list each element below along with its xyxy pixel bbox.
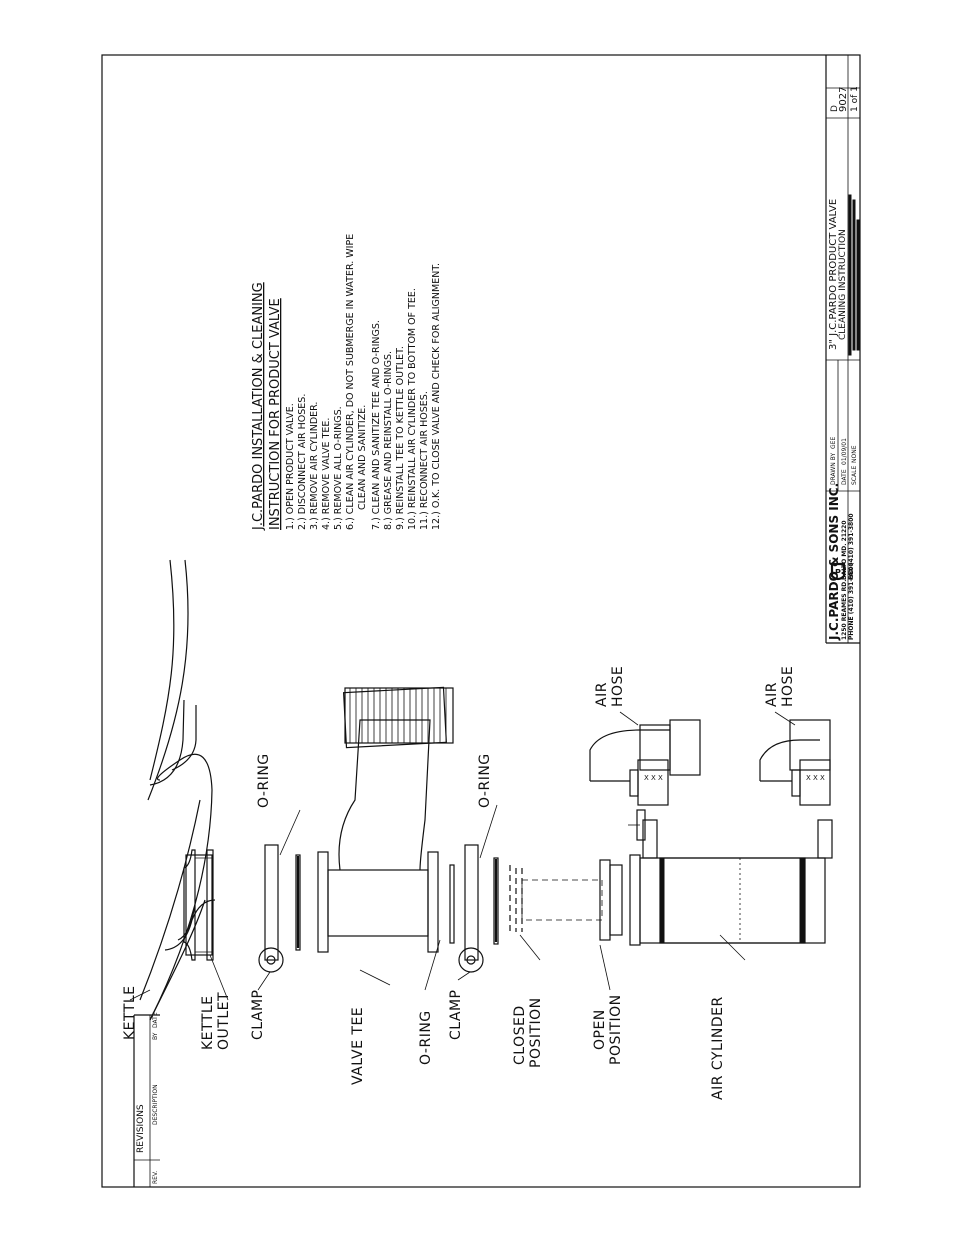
scale-label: SCALE	[851, 466, 858, 485]
drawn-by-label: DRAWN BY	[830, 453, 837, 485]
drawing-border	[101, 54, 861, 1188]
label-closed-2: POSITION	[528, 997, 544, 1068]
company-logo: P	[830, 562, 846, 581]
instructions: J.C.PARDO INSTALLATION & CLEANING INSTRU…	[251, 234, 442, 531]
instruction-step: 3.) REMOVE AIR CYLINDER.	[309, 402, 320, 530]
label-air-hose-1b: HOSE	[610, 666, 626, 707]
proprietary-notice	[848, 194, 860, 356]
instruction-step: 10.) REINSTALL AIR CYLINDER TO BOTTOM OF…	[407, 288, 418, 530]
instruction-step: 1.) OPEN PRODUCT VALVE.	[285, 403, 296, 530]
title-block: J.C.PARDO & SONS INC. 1250 REAMES RD. BA…	[825, 55, 860, 644]
o-ring-mid	[449, 864, 455, 944]
label-open-2: POSITION	[608, 994, 624, 1065]
drawing-number: 9027	[838, 87, 849, 112]
svg-text:P: P	[835, 568, 841, 577]
company-address-1: 1250 REAMES RD.	[841, 579, 848, 640]
company-name: J.C.PARDO & SONS INC.	[827, 483, 841, 641]
instruction-step: 7.) CLEAN AND SANITIZE TEE AND O-RINGS.	[371, 320, 382, 530]
label-clamp-top: CLAMP	[250, 990, 266, 1041]
size-value: D	[830, 105, 840, 112]
label-kettle: KETTLE	[122, 985, 138, 1040]
instruction-step: 11.) RECONNECT AIR HOSES.	[419, 391, 430, 530]
label-closed-1: CLOSED	[512, 1005, 528, 1065]
instruction-step: 4.) REMOVE VALVE TEE.	[321, 418, 332, 530]
closed-position-plunger	[509, 865, 603, 935]
instruction-step: 9.) REINSTALL TEE TO KETTLE OUTLET.	[395, 346, 406, 530]
clamp-bottom	[458, 844, 484, 973]
label-kettle-outlet-2: OUTLET	[216, 992, 232, 1050]
air-fitting-bottom	[817, 819, 833, 859]
clamp-top	[258, 844, 284, 973]
date-value: 01/09/01	[841, 438, 848, 465]
label-kettle-outlet-1: KETTLE	[200, 995, 216, 1050]
valve-tee	[317, 686, 454, 953]
air-fitting-top	[628, 809, 658, 859]
label-o-ring-left: O-RING	[418, 1010, 434, 1065]
leader-lines	[129, 711, 796, 1001]
instruction-step: 8.) GREASE AND REINSTALL O-RINGS.	[383, 351, 394, 530]
label-air-hose-2b: HOSE	[780, 666, 796, 707]
revisions-block: REVISIONS REV. DESCRIPTION BY DATE	[133, 1012, 160, 1187]
label-o-ring-mid: O-RING	[477, 753, 493, 808]
drawn-by-value: GEE	[830, 437, 837, 449]
revisions-heading: REVISIONS	[136, 1104, 146, 1153]
date-label: DATE	[841, 469, 848, 485]
label-valve-tee: VALVE TEE	[350, 1007, 366, 1085]
svg-text:X X X: X X X	[806, 774, 825, 782]
date-column: DATE	[152, 1012, 159, 1028]
kettle-outlet	[183, 849, 214, 961]
label-air-hose-1a: AIR	[594, 682, 610, 707]
instructions-title-1: J.C.PARDO INSTALLATION & CLEANING	[251, 282, 266, 531]
label-clamp-bottom: CLAMP	[448, 990, 464, 1041]
company-fax: FAX (410) 391-3800	[848, 513, 855, 580]
company-phone: PHONE (410) 391-0800	[848, 562, 855, 640]
label-o-ring-top: O-RING	[256, 753, 272, 808]
svg-text:X X X: X X X	[644, 774, 663, 782]
scale-value: NONE	[851, 445, 858, 463]
rev-column: REV.	[152, 1171, 159, 1184]
air-cylinder	[639, 857, 826, 944]
instruction-step: CLEAN AND SANITIZE.	[357, 405, 368, 510]
instruction-step: 5.) REMOVE ALL O-RINGS.	[333, 406, 344, 530]
kettle	[139, 559, 216, 1021]
instructions-title-2: INSTRUCTION FOR PRODUCT VALVE	[268, 298, 283, 530]
drawing-title-2: CLEANING INSTRUCTION	[838, 229, 848, 340]
sheet-number: 1 of 1	[850, 86, 860, 112]
quick-coupler-top: X X X	[590, 759, 669, 806]
instruction-step: 12.) O.K. TO CLOSE VALVE AND CHECK FOR A…	[431, 263, 442, 530]
instruction-step: 2.) DISCONNECT AIR HOSES.	[297, 394, 308, 530]
air-hose-top	[589, 719, 701, 781]
label-air-cylinder: AIR CYLINDER	[710, 996, 726, 1100]
company-address-2: BALTO MD. 21220	[841, 520, 848, 580]
drawing-title-1: 3" J.C.PARDO PRODUCT VALVE	[828, 199, 839, 350]
o-ring-bottom	[493, 857, 499, 945]
air-hose-bottom	[759, 719, 831, 781]
description-column: DESCRIPTION	[152, 1084, 159, 1125]
label-air-hose-2a: AIR	[764, 682, 780, 707]
quick-coupler-bottom: X X X	[760, 759, 831, 806]
by-column: BY	[152, 1032, 159, 1040]
open-position-disc	[599, 854, 641, 946]
instruction-step: 6.) CLEAN AIR CYLINDER, DO NOT SUBMERGE …	[345, 234, 356, 530]
o-ring-top	[295, 854, 301, 951]
tee-thread	[344, 687, 454, 744]
label-open-1: OPEN	[592, 1009, 608, 1050]
